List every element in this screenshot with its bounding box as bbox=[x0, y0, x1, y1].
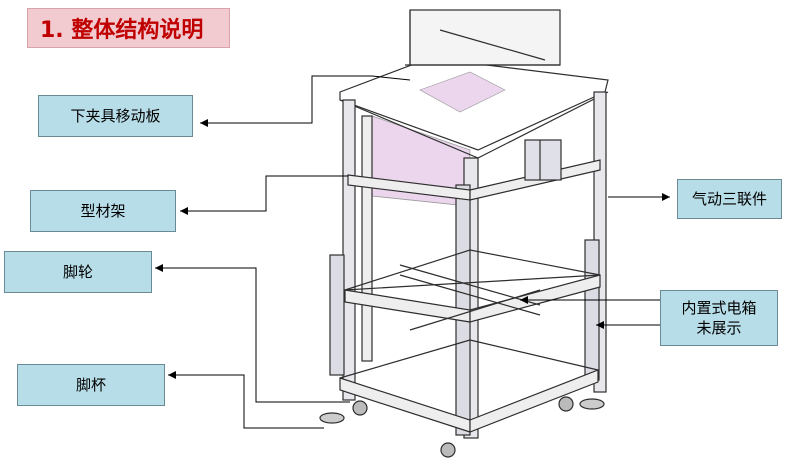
label-lower-clamp-plate: 下夹具移动板 bbox=[38, 95, 193, 137]
foot-cup-left bbox=[319, 412, 345, 424]
frame-lines bbox=[319, 9, 609, 458]
caster-right bbox=[558, 396, 574, 412]
upper-mechanism bbox=[409, 9, 561, 66]
post-back-left bbox=[361, 115, 373, 362]
foot-cup-right bbox=[579, 398, 605, 410]
label-foot-cup: 脚杯 bbox=[17, 364, 165, 406]
section-title-text: 1. 整体结构说明 bbox=[40, 18, 204, 43]
post-rail-left bbox=[329, 254, 345, 376]
top-window bbox=[419, 71, 506, 113]
label-profile-frame: 型材架 bbox=[30, 190, 176, 232]
leader-lower-clamp-plate bbox=[200, 75, 411, 124]
pneumatic-unit bbox=[524, 139, 562, 181]
callout-lines bbox=[155, 75, 670, 429]
caster-left bbox=[352, 400, 368, 416]
leader-caster bbox=[155, 267, 350, 403]
post-front-left bbox=[342, 99, 356, 401]
beam-mid-right bbox=[469, 274, 601, 323]
callout-arrowheads bbox=[155, 119, 670, 379]
label-electric-box: 内置式电箱 未展示 bbox=[660, 290, 778, 346]
beam-low-right bbox=[469, 369, 599, 433]
post-rail-right bbox=[584, 239, 600, 381]
label-caster: 脚轮 bbox=[4, 251, 152, 293]
label-pneumatic-triplet: 气动三联件 bbox=[677, 179, 782, 219]
section-title: 1. 整体结构说明 bbox=[27, 8, 230, 48]
beam-mid-back bbox=[344, 249, 601, 291]
leader-profile-frame bbox=[180, 175, 348, 212]
caster-mid bbox=[440, 442, 456, 458]
leader-foot-cup bbox=[168, 374, 324, 429]
